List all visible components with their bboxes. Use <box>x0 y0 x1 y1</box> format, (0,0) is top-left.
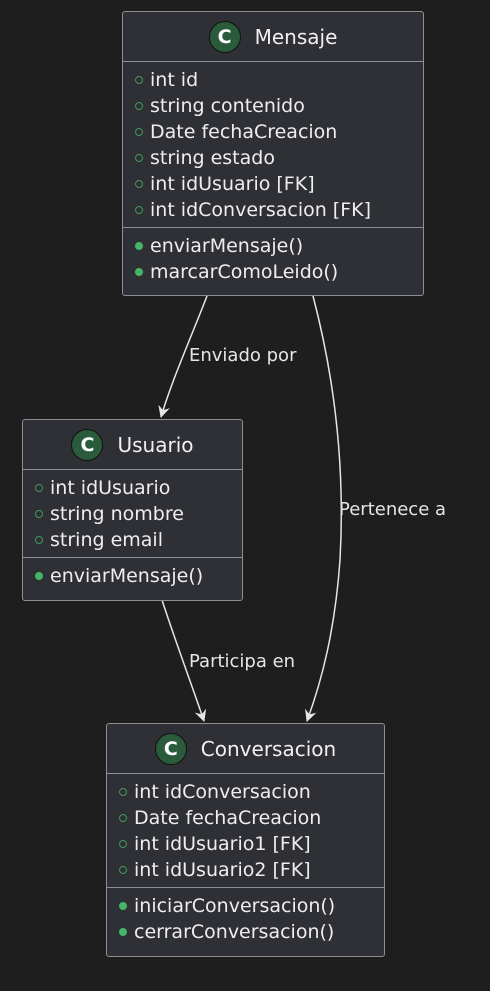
method-row: cerrarConversacion() <box>119 919 384 945</box>
method-text: cerrarConversacion() <box>134 921 335 943</box>
method-text: marcarComoLeido() <box>150 261 339 283</box>
method-row: enviarMensaje() <box>135 233 423 259</box>
method-row: enviarMensaje() <box>35 563 242 589</box>
public-field-icon <box>35 484 43 492</box>
class-c-icon: C <box>71 428 104 461</box>
attribute-row: string contenido <box>135 93 423 119</box>
class-name: Mensaje <box>254 24 338 49</box>
class-name: Usuario <box>117 432 194 457</box>
attribute-text: string nombre <box>50 503 184 525</box>
class-usuario[interactable]: C Usuario int idUsuario string nombre st… <box>22 419 243 601</box>
method-text: enviarMensaje() <box>50 565 204 587</box>
public-field-icon <box>135 102 143 110</box>
attribute-text: Date fechaCreacion <box>134 807 322 829</box>
public-field-icon <box>135 128 143 136</box>
attribute-text: int idConversacion <box>134 781 311 803</box>
class-c-icon: C <box>208 20 241 53</box>
attribute-row: string estado <box>135 145 423 171</box>
class-conversacion-header: C Conversacion <box>107 724 384 774</box>
class-c-icon: C <box>154 732 187 765</box>
public-field-icon <box>35 536 43 544</box>
public-method-icon <box>35 572 43 580</box>
attribute-text: string estado <box>150 147 275 169</box>
attribute-text: int idUsuario <box>50 477 171 499</box>
attribute-row: int idUsuario2 [FK] <box>119 857 384 883</box>
public-method-icon <box>119 928 127 936</box>
class-name: Conversacion <box>200 736 337 761</box>
class-conversacion[interactable]: C Conversacion int idConversacion Date f… <box>106 723 385 957</box>
attribute-row: int idConversacion <box>119 779 384 805</box>
attribute-row: Date fechaCreacion <box>135 119 423 145</box>
public-field-icon <box>135 206 143 214</box>
public-field-icon <box>135 180 143 188</box>
methods-section: enviarMensaje() marcarComoLeido() <box>123 228 423 289</box>
attribute-text: int id <box>150 69 199 91</box>
attribute-text: int idUsuario1 [FK] <box>134 833 311 855</box>
relation-mensaje-conversacion <box>305 295 343 722</box>
public-method-icon <box>135 242 143 250</box>
attribute-row: int id <box>135 67 423 93</box>
attribute-text: string email <box>50 529 163 551</box>
methods-section: enviarMensaje() <box>23 558 242 593</box>
attribute-row: int idConversacion [FK] <box>135 197 423 223</box>
attribute-text: Date fechaCreacion <box>150 121 338 143</box>
public-method-icon <box>135 268 143 276</box>
method-row: iniciarConversacion() <box>119 893 384 919</box>
attribute-text: int idConversacion [FK] <box>150 199 372 221</box>
attribute-row: Date fechaCreacion <box>119 805 384 831</box>
relation-usuario-conversacion <box>161 599 207 722</box>
relation-label-enviado-por: Enviado por <box>189 345 297 366</box>
public-field-icon <box>119 866 127 874</box>
class-mensaje[interactable]: C Mensaje int id string contenido Date f… <box>122 11 424 296</box>
class-usuario-header: C Usuario <box>23 420 242 470</box>
methods-section: iniciarConversacion() cerrarConversacion… <box>107 888 384 949</box>
method-text: enviarMensaje() <box>150 235 304 257</box>
attribute-row: int idUsuario [FK] <box>135 171 423 197</box>
attribute-text: string contenido <box>150 95 305 117</box>
public-field-icon <box>119 840 127 848</box>
attributes-section: int idUsuario string nombre string email <box>23 470 242 558</box>
attributes-section: int idConversacion Date fechaCreacion in… <box>107 774 384 888</box>
method-row: marcarComoLeido() <box>135 259 423 285</box>
attribute-text: int idUsuario2 [FK] <box>134 859 311 881</box>
relation-label-participa-en: Participa en <box>189 651 296 672</box>
attribute-row: int idUsuario <box>35 475 242 501</box>
public-field-icon <box>135 154 143 162</box>
relation-mensaje-usuario <box>158 295 208 418</box>
attribute-row: string email <box>35 527 242 553</box>
public-field-icon <box>35 510 43 518</box>
public-method-icon <box>119 902 127 910</box>
attributes-section: int id string contenido Date fechaCreaci… <box>123 62 423 228</box>
public-field-icon <box>135 76 143 84</box>
method-text: iniciarConversacion() <box>134 895 336 917</box>
class-mensaje-header: C Mensaje <box>123 12 423 62</box>
attribute-text: int idUsuario [FK] <box>150 173 315 195</box>
public-field-icon <box>119 788 127 796</box>
public-field-icon <box>119 814 127 822</box>
attribute-row: int idUsuario1 [FK] <box>119 831 384 857</box>
relation-label-pertenece-a: Pertenece a <box>339 499 447 520</box>
attribute-row: string nombre <box>35 501 242 527</box>
